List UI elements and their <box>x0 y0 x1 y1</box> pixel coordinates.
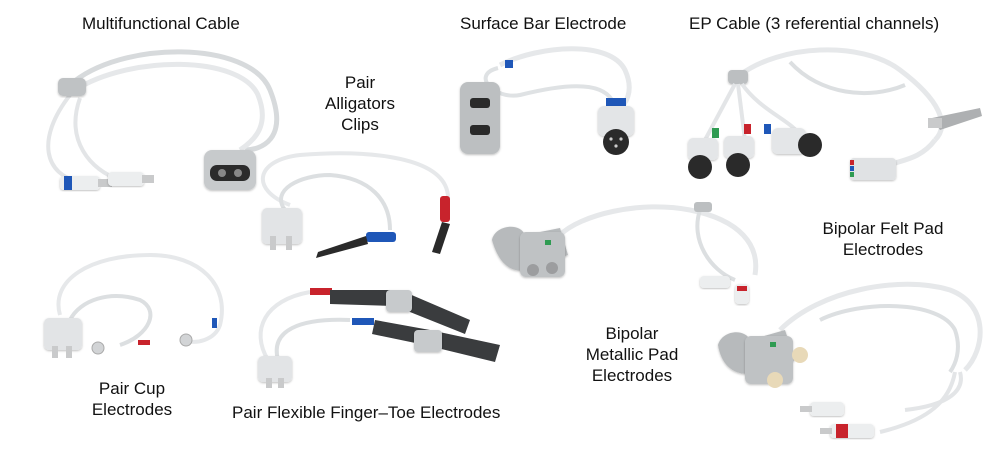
label-bipolar-metallic-pad: Bipolar Metallic Pad Electrodes <box>572 323 692 386</box>
label-bipolar-felt-pad: Bipolar Felt Pad Electrodes <box>798 218 968 260</box>
label-pair-alligators-clips: Pair Alligators Clips <box>310 72 410 135</box>
label-line: Alligators <box>325 94 395 113</box>
multifunctional-cable-image <box>46 49 280 190</box>
ep-cable-image <box>688 47 982 180</box>
label-line: Clips <box>341 115 379 134</box>
pair-cup-electrodes-image <box>44 252 224 358</box>
label-line: Pair Cup <box>98 379 166 398</box>
bipolar-felt-pad-image <box>718 281 983 438</box>
label-surface-bar-electrode: Surface Bar Electrode <box>460 14 627 33</box>
label-line: Electrodes <box>591 366 673 385</box>
pair-alligators-clips-image <box>260 151 450 258</box>
label-pair-cup-electrodes: Pair Cup Electrodes <box>72 378 192 420</box>
label-ep-cable: EP Cable (3 referential channels) <box>689 14 940 33</box>
label-pair-flexible-finger-toe: Pair Flexible Finger–Toe Electrodes <box>232 403 501 422</box>
label-line: Electrodes <box>91 400 173 419</box>
label-line: Metallic Pad <box>585 345 679 364</box>
label-line: Pair <box>344 73 376 92</box>
bipolar-metallic-pad-image <box>492 202 759 304</box>
pair-flexible-finger-toe-image <box>258 288 500 388</box>
label-line: Bipolar <box>605 324 659 343</box>
label-line: Electrodes <box>842 240 924 259</box>
label-line: Bipolar Felt Pad <box>822 219 944 238</box>
surface-bar-electrode-image <box>460 46 634 155</box>
label-multifunctional-cable: Multifunctional Cable <box>82 14 240 33</box>
